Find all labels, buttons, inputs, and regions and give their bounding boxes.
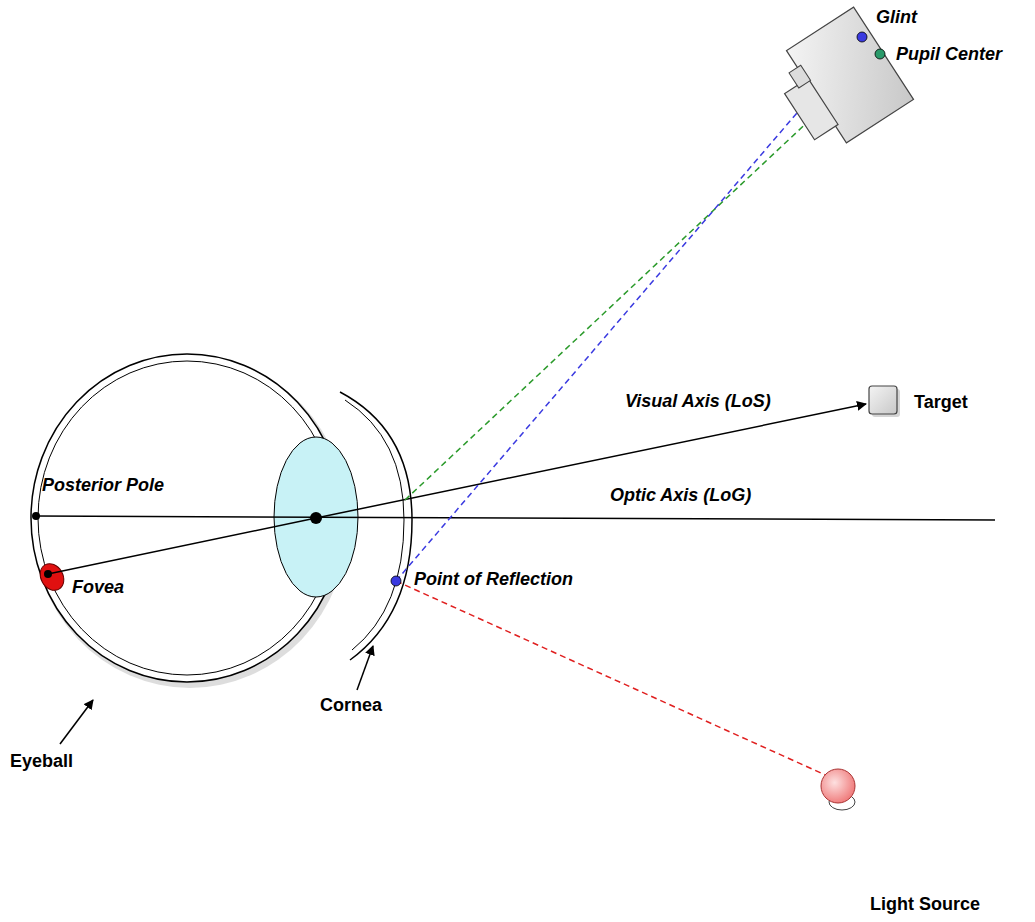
camera <box>766 7 914 156</box>
reflection-point <box>391 576 401 586</box>
cornea-label: Cornea <box>320 694 382 716</box>
optic-axis-label: Optic Axis (LoG) <box>610 484 751 506</box>
target-label: Target <box>914 391 968 413</box>
pupil-center-dot <box>875 49 885 59</box>
cornea-pointer <box>357 646 373 690</box>
fovea-mark <box>35 559 68 594</box>
fovea-dot <box>44 570 52 578</box>
glint-dot <box>857 32 867 42</box>
visual-axis <box>316 404 866 518</box>
light-source <box>821 769 855 810</box>
eyeball-label: Eyeball <box>10 750 73 772</box>
pupil-center-label: Pupil Center <box>896 43 1002 65</box>
nodal-point <box>310 512 322 524</box>
optic-axis <box>36 516 995 520</box>
glint-label: Glint <box>876 6 917 28</box>
eyeball <box>31 354 348 688</box>
light-source-label: Light Source <box>870 893 980 915</box>
fovea-label: Fovea <box>72 576 124 598</box>
visual-axis-back <box>48 518 316 574</box>
light-ray <box>396 581 832 778</box>
pupil-ray <box>405 54 880 500</box>
glint-ray <box>396 37 862 581</box>
posterior-pole-label: Posterior Pole <box>42 474 164 496</box>
visual-axis-label: Visual Axis (LoS) <box>625 390 771 412</box>
target-box <box>869 386 897 414</box>
eyeball-pointer <box>60 700 93 744</box>
point-of-reflection-label: Point of Reflection <box>414 568 573 590</box>
posterior-pole-dot <box>32 512 40 520</box>
